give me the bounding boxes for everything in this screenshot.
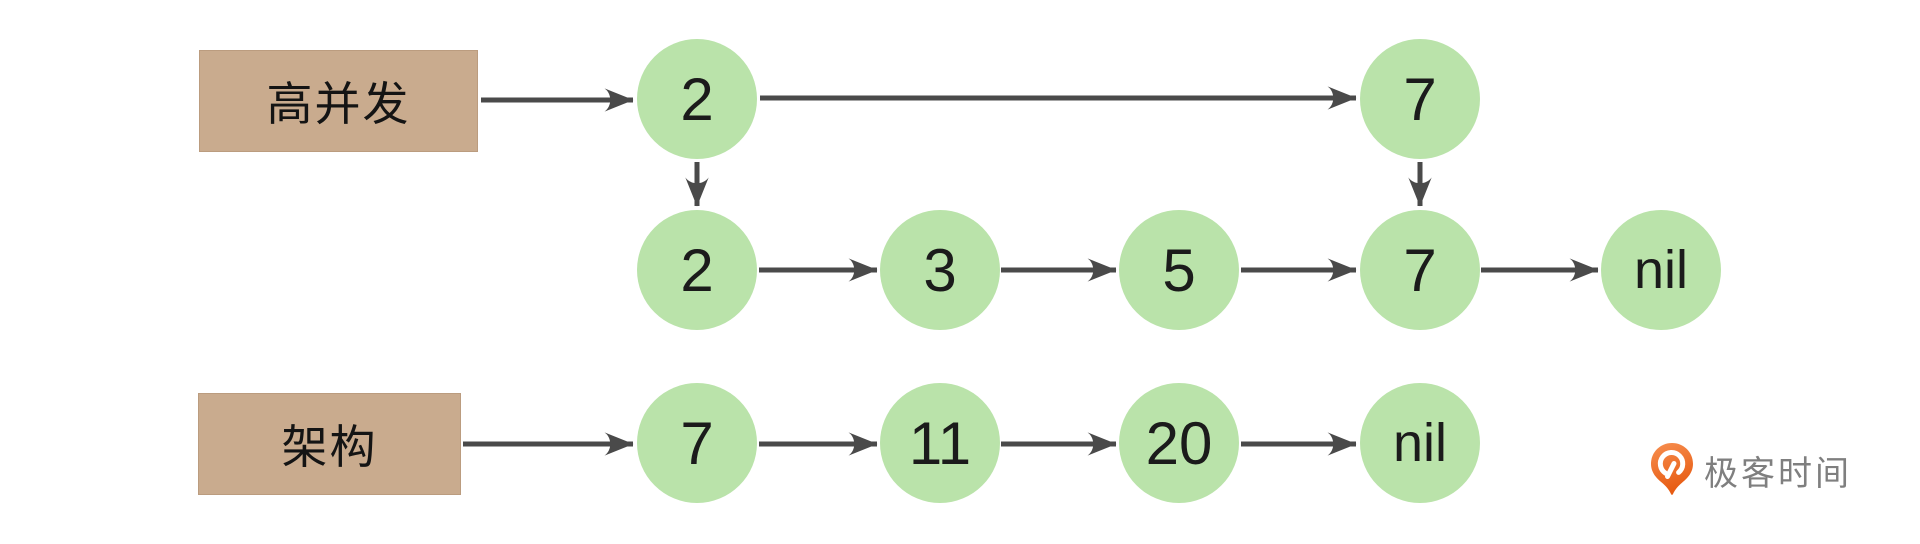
geektime-pin-icon xyxy=(1651,443,1693,495)
level0-node-2: 2 xyxy=(637,210,757,330)
geektime-logo-text: 极客时间 xyxy=(1704,454,1852,493)
level1-node-2: 2 xyxy=(637,39,757,159)
level1-node-7: 7 xyxy=(1360,39,1480,159)
row3-label-box: 架构 xyxy=(198,393,461,495)
list2-node-7: 7 xyxy=(637,383,757,503)
row1-label-box: 高并发 xyxy=(199,50,478,152)
level0-node-nil: nil xyxy=(1601,210,1721,330)
level0-node-5: 5 xyxy=(1119,210,1239,330)
list2-node-nil: nil xyxy=(1360,383,1480,503)
list2-node-11: 11 xyxy=(880,383,1000,503)
list2-node-20: 20 xyxy=(1119,383,1239,503)
level0-node-3: 3 xyxy=(880,210,1000,330)
geektime-logo: 极客时间 xyxy=(1650,442,1852,498)
level0-node-7: 7 xyxy=(1360,210,1480,330)
